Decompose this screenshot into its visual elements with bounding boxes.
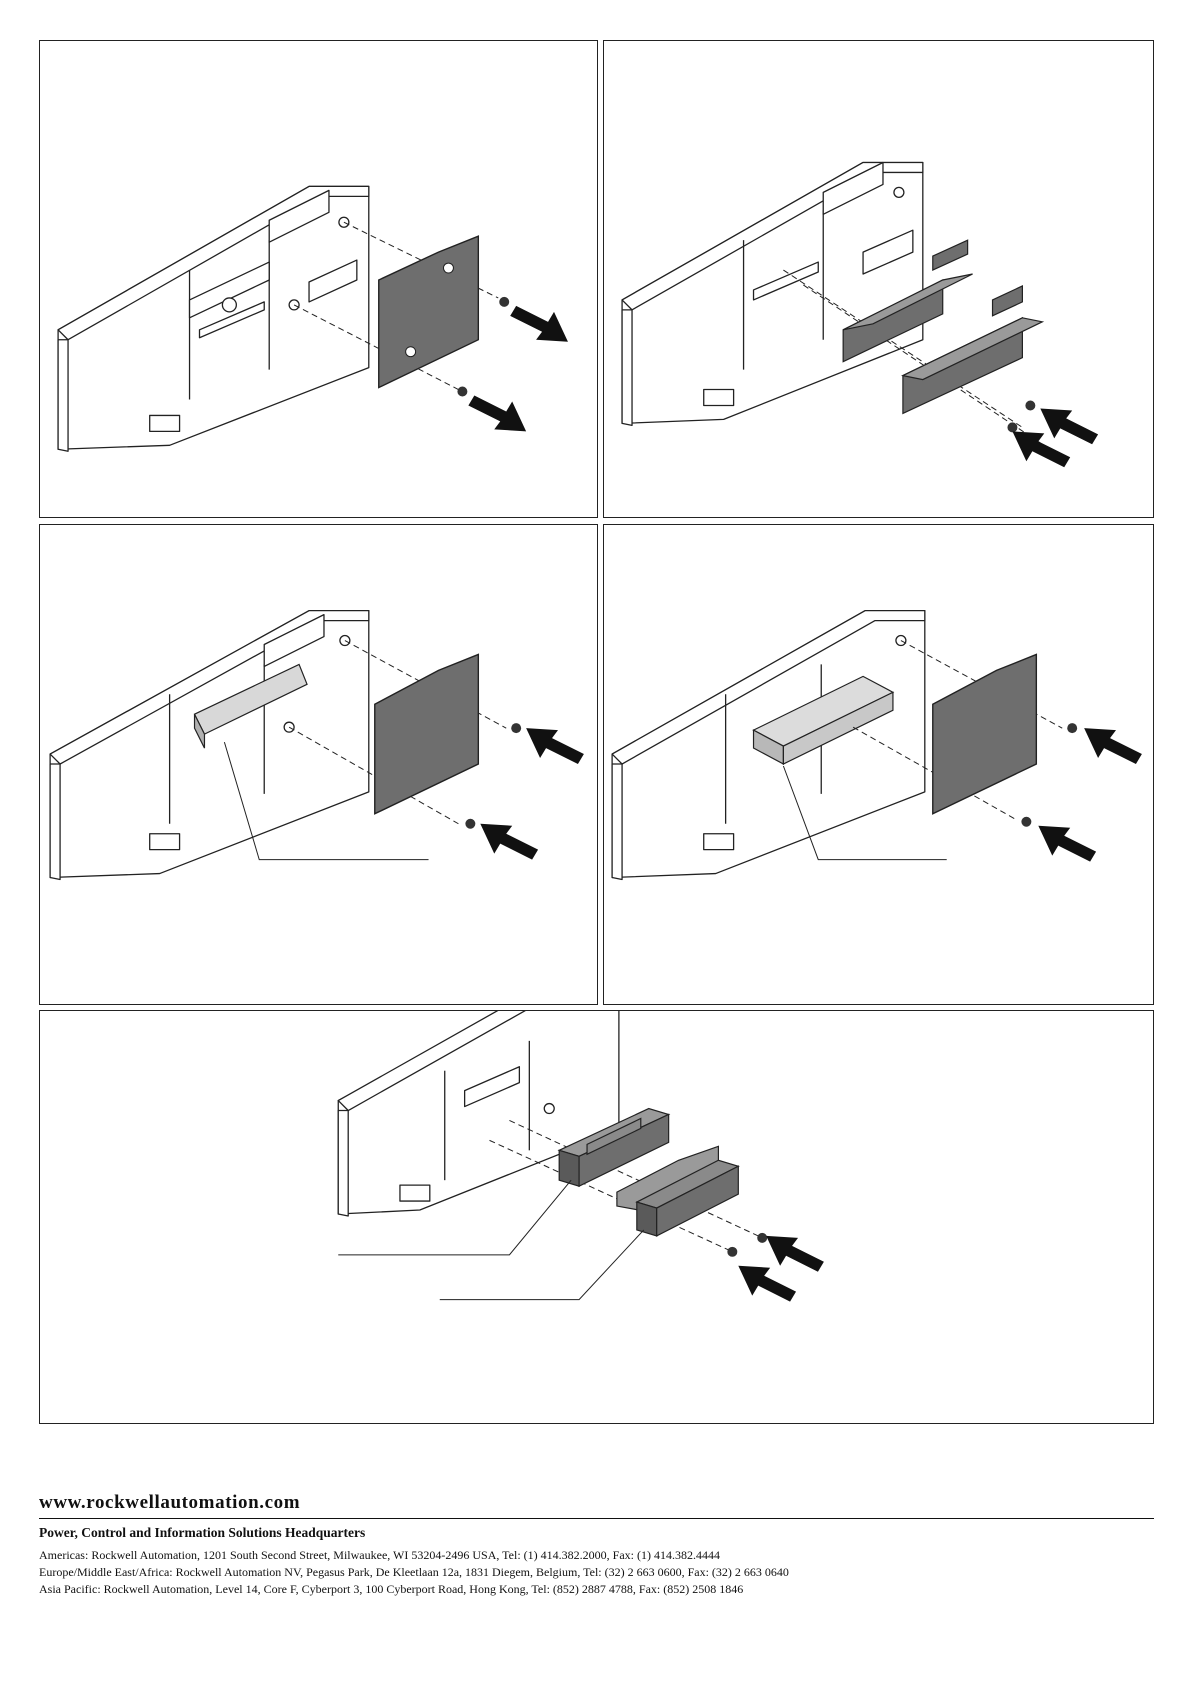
drawing-cover-refit-b <box>611 609 1142 881</box>
installed-connector <box>752 675 895 765</box>
screw-icon <box>1067 723 1078 734</box>
screw-icon <box>1025 400 1036 411</box>
drawing-cover-refit-a <box>49 609 584 881</box>
cover-plate <box>374 653 480 815</box>
callout-line <box>439 1229 645 1301</box>
drawing-end-connectors <box>337 1011 824 1302</box>
screw-icon <box>457 386 468 397</box>
illustration-step-refit-cover-b <box>603 524 1154 1005</box>
bridge-connector-lower <box>901 285 1045 415</box>
headquarters-title: Power, Control and Information Solutions… <box>39 1525 366 1540</box>
footer-divider <box>39 1518 1154 1519</box>
cover-plate <box>932 653 1038 815</box>
module-base <box>621 161 924 427</box>
arrow-in-icon <box>1038 825 1097 862</box>
illustration-step-insert-connectors <box>603 40 1154 518</box>
alignment-lines <box>489 1120 759 1251</box>
screw-icon <box>727 1246 738 1257</box>
arrow-in-icon <box>738 1265 797 1302</box>
arrow-out-icon <box>468 395 527 432</box>
address-asia-pacific: Asia Pacific: Rockwell Automation, Level… <box>39 1582 744 1596</box>
callout-line <box>223 741 429 861</box>
module-base <box>337 1011 620 1217</box>
website-url[interactable]: www.rockwellautomation.com <box>39 1492 301 1513</box>
screw-icon <box>757 1232 768 1243</box>
arrow-in-icon <box>1040 408 1099 445</box>
bridge-connector-upper <box>842 239 973 363</box>
arrow-out-icon <box>510 305 568 342</box>
arrow-in-icon <box>526 728 584 765</box>
callout-line <box>338 1179 572 1256</box>
cover-hole-bottom <box>405 346 417 358</box>
cover-plate <box>378 235 480 389</box>
installed-connector <box>193 663 308 749</box>
illustration-step-remove-cover <box>39 40 598 518</box>
arrow-in-icon <box>766 1235 824 1272</box>
address-emea: Europe/Middle East/Africa: Rockwell Auto… <box>39 1565 789 1579</box>
drawing-module-cover-removal <box>57 185 568 452</box>
arrow-in-icon <box>1012 431 1071 468</box>
illustration-step-end-connectors <box>39 1010 1154 1424</box>
module-base <box>57 185 370 452</box>
illustration-step-refit-cover-a <box>39 524 598 1005</box>
screw-icon <box>1021 816 1032 827</box>
screw-icon <box>511 723 522 734</box>
screw-icon <box>465 818 476 829</box>
screw-icon <box>1007 422 1018 433</box>
page-footer: www.rockwellautomation.com Power, Contro… <box>39 1492 1154 1598</box>
arrow-in-icon <box>1084 728 1142 765</box>
drawing-connector-insertion <box>621 161 1099 468</box>
end-connector-lower <box>616 1145 740 1237</box>
end-connector-upper <box>557 1107 671 1188</box>
callout-line <box>782 765 947 861</box>
alignment-lines <box>783 269 1043 445</box>
address-americas: Americas: Rockwell Automation, 1201 Sout… <box>39 1548 720 1562</box>
arrow-in-icon <box>480 823 539 860</box>
module-base <box>49 609 370 881</box>
screw-icon <box>499 296 510 307</box>
cover-hole-top <box>442 262 454 274</box>
